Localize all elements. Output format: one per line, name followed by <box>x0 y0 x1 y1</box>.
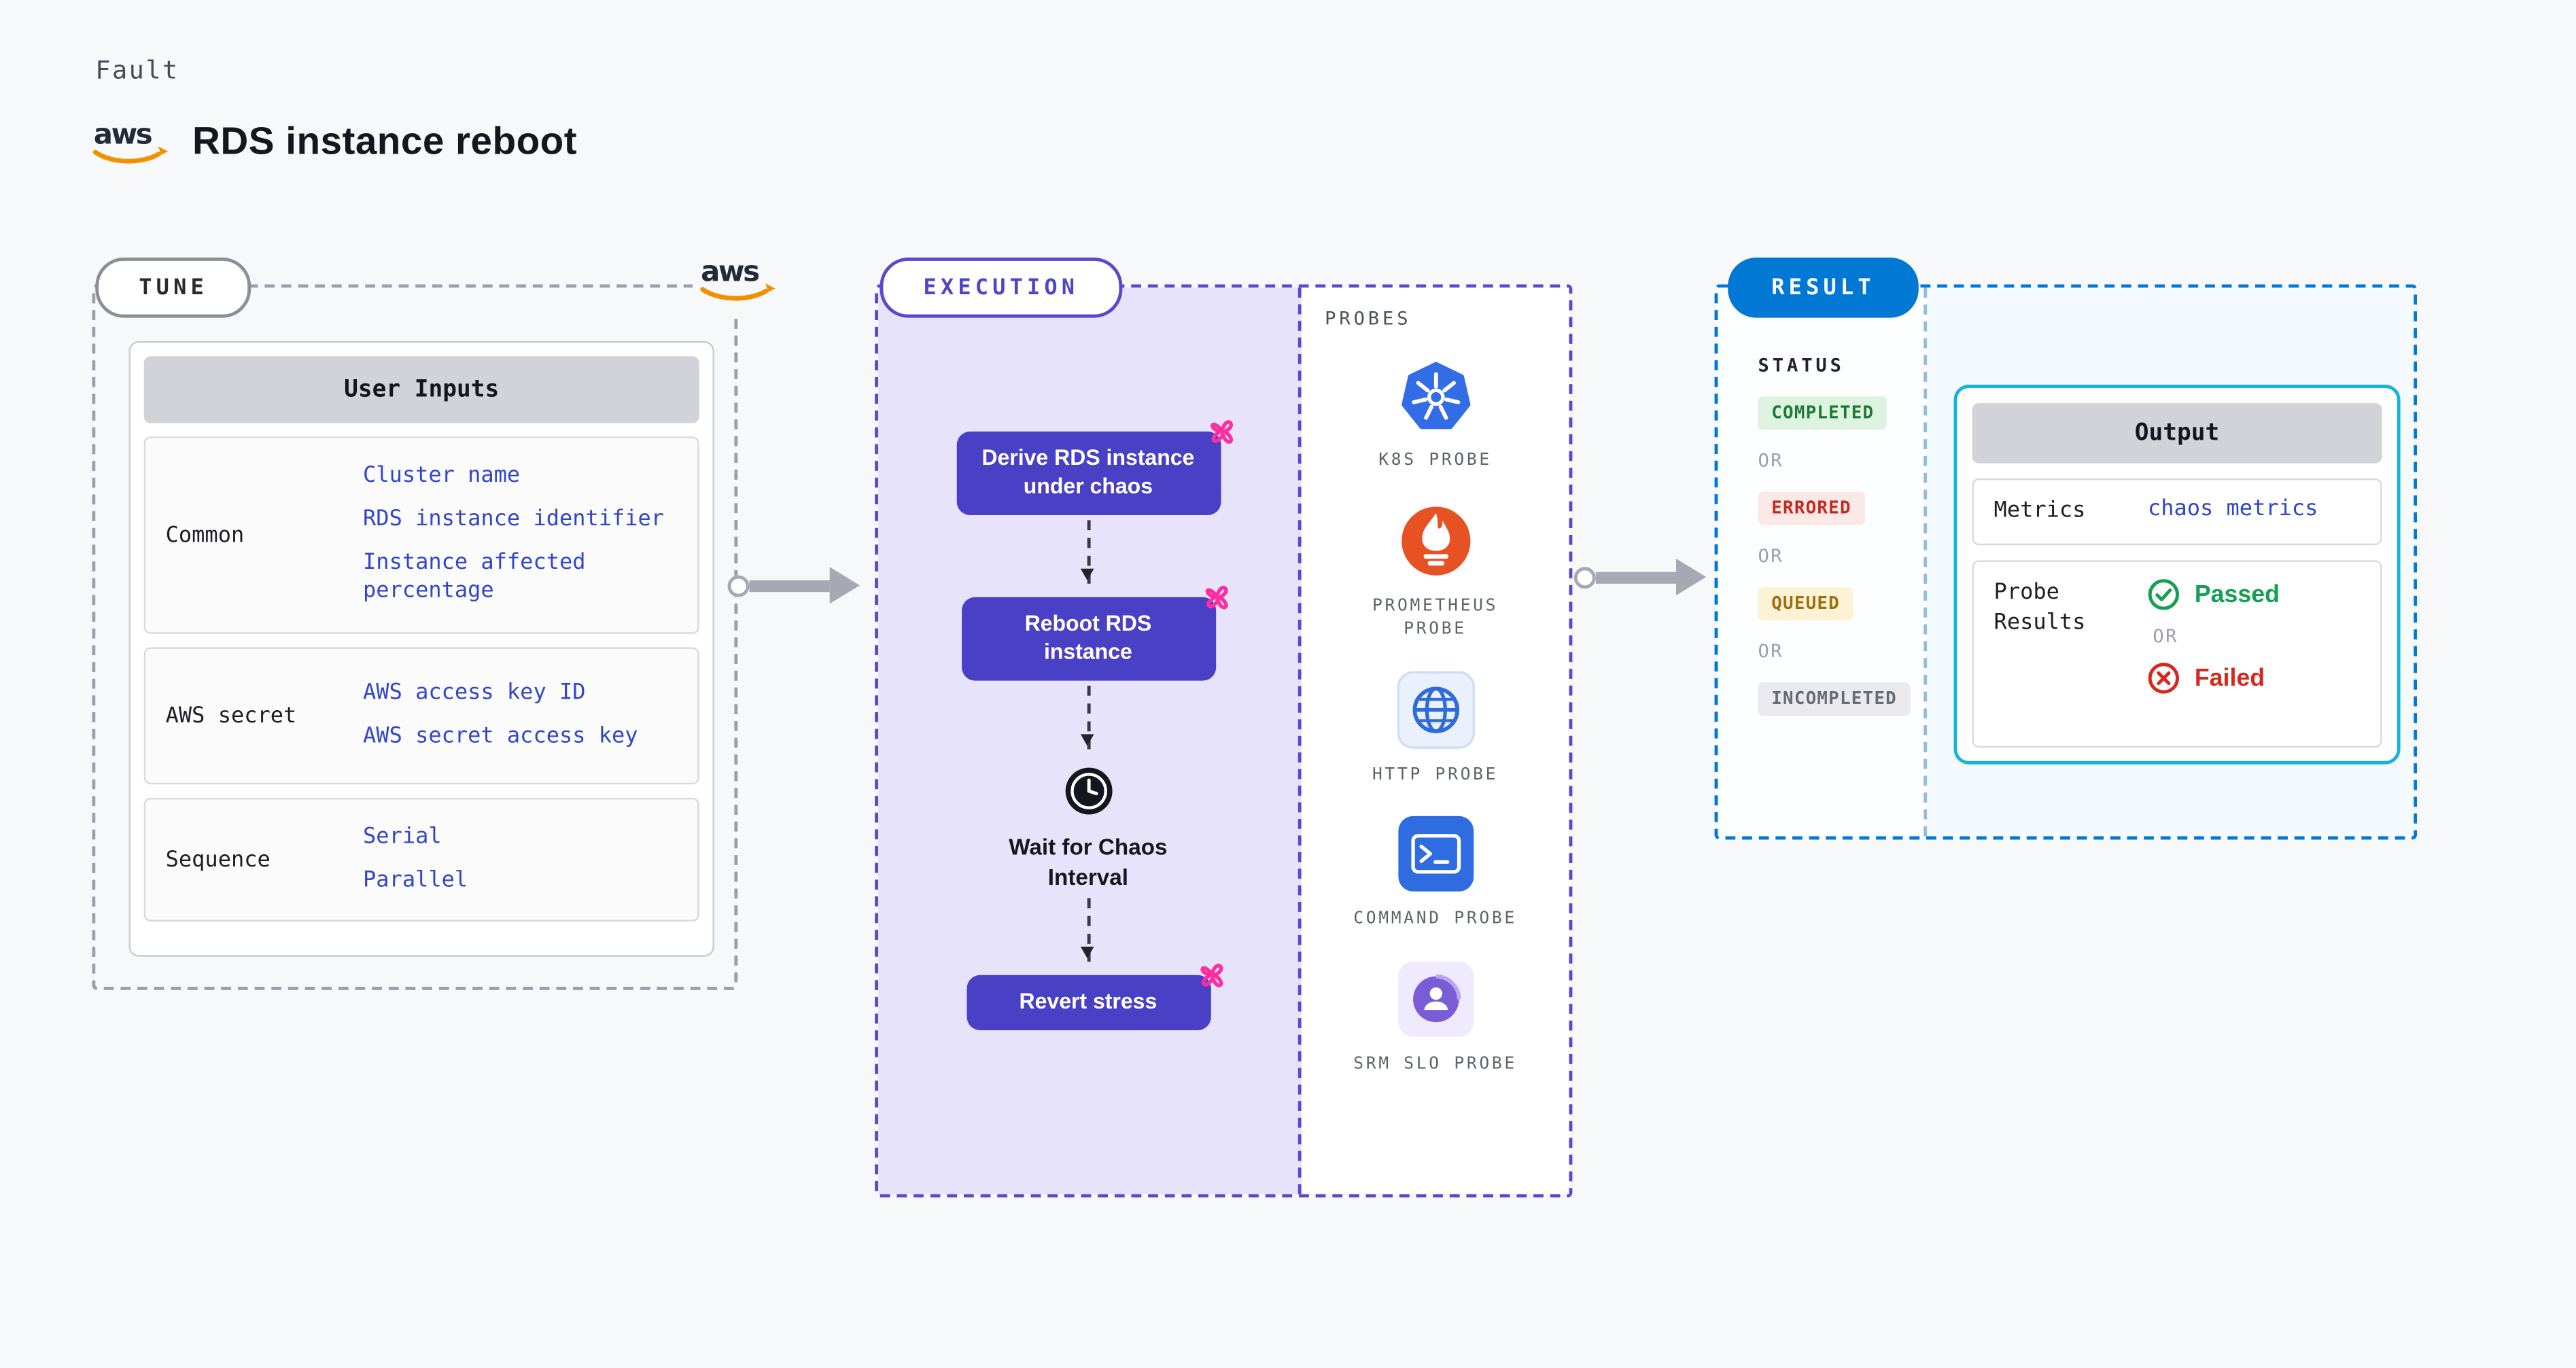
probe-result-failed: Failed <box>2148 663 2280 695</box>
arrow-tail-dot <box>1573 566 1596 589</box>
probe-label: COMMAND PROBE <box>1353 909 1517 928</box>
flow-node-derive[interactable]: Derive RDS instance under chaos <box>956 420 1232 515</box>
arrow-shaft <box>1595 571 1676 583</box>
or-separator: OR <box>1758 450 1784 472</box>
probes-title: PROBES <box>1325 307 1412 330</box>
input-links: Cluster name RDS instance identifier Ins… <box>363 463 678 607</box>
svg-text:aws: aws <box>94 118 152 151</box>
chaos-spark-icon <box>1209 420 1232 444</box>
failed-label: Failed <box>2194 665 2265 692</box>
result-pill: RESULT <box>1728 258 1919 318</box>
x-circle-icon <box>2148 663 2179 695</box>
page-title: RDS instance reboot <box>192 118 578 162</box>
or-separator: OR <box>2153 625 2178 648</box>
wait-label: Wait for Chaos Interval <box>1009 833 1168 890</box>
k8s-probe-icon <box>1400 362 1470 429</box>
probe-item-srm-slo: SRM SLO PROBE <box>1348 959 1522 1077</box>
flow-node-label: Reboot RDS instance <box>1024 610 1152 664</box>
flow-connector <box>1080 898 1094 962</box>
chaos-spark-icon <box>1204 585 1228 610</box>
output-header: Output <box>1972 403 2382 463</box>
chaos-metrics-link[interactable]: chaos metrics <box>2147 496 2318 522</box>
input-links: AWS access key ID AWS secret access key <box>363 680 678 752</box>
input-links: Serial Parallel <box>363 824 678 895</box>
metrics-label: Metrics <box>1994 498 2086 524</box>
input-link[interactable]: Instance affected percentage <box>363 550 586 604</box>
input-row-label: Common <box>165 523 245 548</box>
input-row-label: Sequence <box>165 847 271 873</box>
http-probe-icon <box>1396 670 1474 748</box>
output-card: Output Metrics chaos metrics Probe Resul… <box>1953 385 2401 765</box>
flow-node-reboot[interactable]: Reboot RDS instance <box>960 585 1228 680</box>
execution-section: Derive RDS instance under chaos Reboot R… <box>875 284 1573 1198</box>
probe-item-command: COMMAND PROBE <box>1348 815 1522 933</box>
result-section: STATUS COMPLETED OR ERRORED OR QUEUED OR… <box>1714 284 2418 840</box>
probe-results-label: Probe Results <box>1994 580 2086 637</box>
arrow-head <box>829 567 860 604</box>
input-row-label: AWS secret <box>165 703 297 729</box>
probe-label: HTTP PROBE <box>1372 765 1499 784</box>
user-inputs-card: User Inputs Common Cluster name RDS inst… <box>128 341 714 957</box>
fault-kicker: Fault <box>95 55 179 86</box>
clock-icon <box>1064 767 1112 814</box>
svg-text:aws: aws <box>701 254 759 287</box>
probes-panel: PROBES K8S PROBE <box>1301 287 1569 1195</box>
input-link[interactable]: Serial <box>363 824 442 849</box>
status-title: STATUS <box>1758 354 1845 376</box>
input-link[interactable]: AWS secret access key <box>363 723 638 749</box>
check-circle-icon <box>2148 579 2179 611</box>
execution-flow: Derive RDS instance under chaos Reboot R… <box>878 287 1302 1195</box>
output-row-probe-results: Probe Results Passed OR <box>1972 560 2382 748</box>
command-probe-icon <box>1397 815 1473 892</box>
tune-section: User Inputs Common Cluster name RDS inst… <box>92 284 738 990</box>
probe-result-passed: Passed <box>2148 579 2280 611</box>
wait-step <box>1063 765 1113 822</box>
probe-label: PROMETHEUS PROBE <box>1372 596 1499 639</box>
flow-connector <box>1080 519 1094 584</box>
arrow-head <box>1675 558 1707 596</box>
flow-node-label: Revert stress <box>1019 988 1158 1014</box>
aws-logo-icon: aws <box>700 254 776 301</box>
output-row-metrics: Metrics chaos metrics <box>1972 478 2382 546</box>
status-badge-errored: ERRORED <box>1758 491 1865 525</box>
probe-results-values: Passed OR Failed <box>2148 579 2280 729</box>
execution-pill: EXECUTION <box>880 258 1123 318</box>
probe-item-http: HTTP PROBE <box>1348 670 1522 788</box>
input-row-sequence: Sequence Serial Parallel <box>143 797 699 922</box>
input-link[interactable]: Parallel <box>363 867 468 892</box>
or-separator: OR <box>1758 640 1784 663</box>
aws-logo-icon: aws <box>92 118 169 164</box>
input-link[interactable]: AWS access key ID <box>363 680 586 705</box>
flow-connector <box>1080 684 1094 749</box>
flow-node-revert[interactable]: Revert stress <box>966 964 1222 1030</box>
input-link[interactable]: Cluster name <box>363 463 521 489</box>
arrow-shaft <box>749 579 830 591</box>
arrow-right-icon <box>1573 558 1707 596</box>
status-badge-queued: QUEUED <box>1758 586 1853 621</box>
input-row-common: Common Cluster name RDS instance identif… <box>143 436 699 634</box>
probe-item-k8s: K8S PROBE <box>1348 356 1522 474</box>
prometheus-probe-icon <box>1400 506 1470 575</box>
status-column: STATUS COMPLETED OR ERRORED OR QUEUED OR… <box>1718 287 1928 837</box>
arrow-tail-dot <box>727 574 750 597</box>
passed-label: Passed <box>2194 581 2280 609</box>
tune-pill: TUNE <box>95 258 251 318</box>
probe-item-prometheus: PROMETHEUS PROBE <box>1348 501 1522 643</box>
user-inputs-header: User Inputs <box>143 356 699 423</box>
or-separator: OR <box>1758 545 1784 567</box>
title-row: aws RDS instance reboot <box>92 113 577 167</box>
tune-aws-logo: aws <box>692 247 783 315</box>
status-badge-incompleted: INCOMPLETED <box>1758 682 1911 716</box>
arrow-right-icon <box>727 567 860 604</box>
input-row-aws-secret: AWS secret AWS access key ID AWS secret … <box>143 647 699 785</box>
chaos-spark-icon <box>1200 964 1222 987</box>
input-link[interactable]: RDS instance identifier <box>363 506 665 532</box>
srm-slo-probe-icon <box>1397 960 1473 1036</box>
flow-node-label: Derive RDS instance under chaos <box>981 444 1195 499</box>
probe-label: K8S PROBE <box>1378 451 1492 470</box>
status-badge-completed: COMPLETED <box>1758 396 1888 430</box>
probe-label: SRM SLO PROBE <box>1353 1054 1517 1073</box>
